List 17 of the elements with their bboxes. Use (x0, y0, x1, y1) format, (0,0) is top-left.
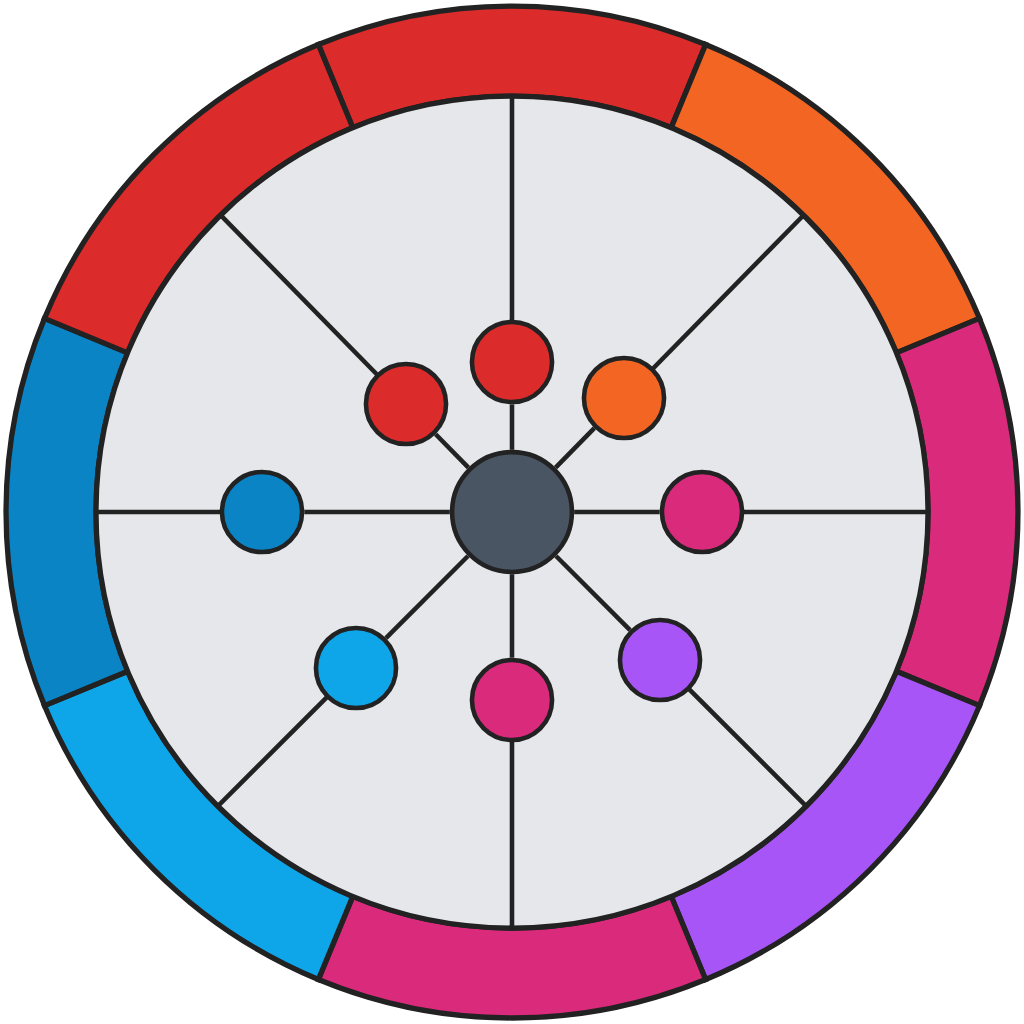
spoke-line (554, 554, 632, 632)
dot (363, 361, 449, 447)
dot (449, 449, 575, 575)
spoke-line (509, 404, 515, 450)
dot (659, 469, 745, 555)
dot (617, 617, 703, 703)
spoke-line (509, 574, 515, 658)
dot (469, 319, 555, 405)
dot (313, 625, 399, 711)
spoke-line (384, 554, 470, 640)
spoke-line (434, 432, 471, 470)
spoke-line (574, 509, 660, 515)
dot (219, 469, 305, 555)
dot (581, 355, 667, 441)
spoke-line (553, 426, 596, 470)
dot (469, 657, 555, 743)
spoke-line (304, 509, 450, 515)
